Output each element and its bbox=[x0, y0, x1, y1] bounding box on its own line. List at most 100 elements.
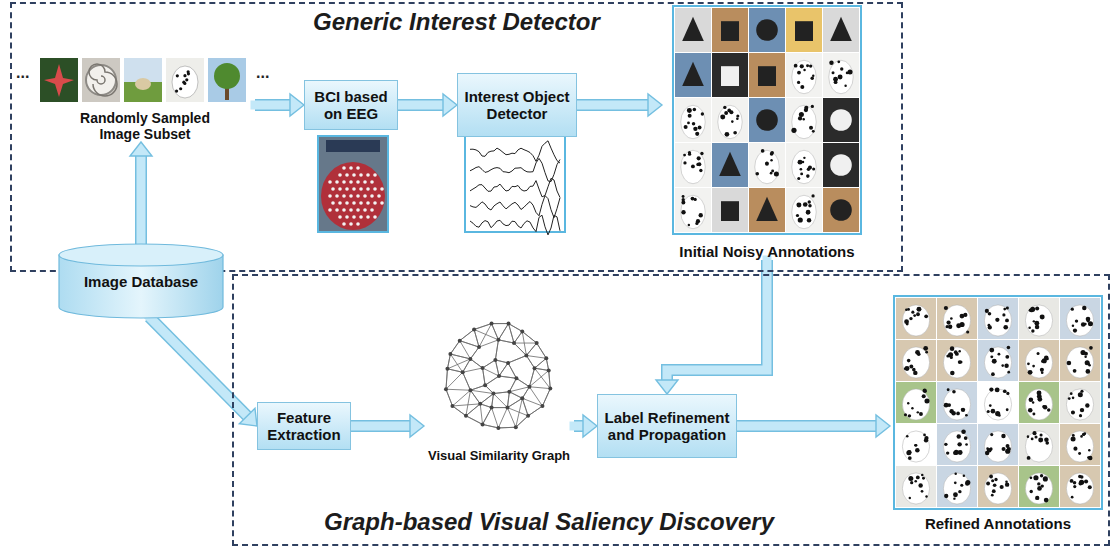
graph-vertex bbox=[526, 414, 530, 418]
thumb bbox=[1019, 466, 1059, 507]
electrode bbox=[335, 208, 339, 212]
spot bbox=[960, 314, 965, 319]
spot bbox=[925, 495, 927, 497]
dog-shape bbox=[902, 389, 929, 420]
spot bbox=[957, 442, 961, 446]
spot bbox=[1031, 438, 1034, 441]
dashed-region: Generic Interest DetectorRandomly Sample… bbox=[10, 2, 903, 272]
thumb bbox=[1019, 298, 1059, 339]
spot bbox=[946, 325, 949, 328]
spot bbox=[924, 438, 928, 442]
graph-edge bbox=[542, 389, 550, 406]
thumb bbox=[40, 58, 78, 102]
spot bbox=[907, 359, 911, 363]
dog-shape bbox=[984, 431, 1011, 462]
spot bbox=[844, 84, 846, 86]
dog-shape bbox=[681, 150, 705, 183]
graph-edge bbox=[446, 369, 447, 389]
graph-edge bbox=[537, 343, 547, 358]
arrow-shaft bbox=[577, 101, 649, 110]
spot bbox=[688, 153, 691, 156]
thumb bbox=[749, 143, 785, 187]
spot bbox=[1084, 432, 1087, 435]
spot bbox=[1088, 449, 1090, 451]
spot bbox=[925, 351, 928, 354]
spot bbox=[986, 482, 990, 486]
graph-edge bbox=[479, 324, 492, 347]
thumb bbox=[937, 466, 977, 507]
spot bbox=[809, 126, 813, 130]
spot bbox=[989, 387, 993, 391]
grid-frame bbox=[673, 6, 861, 234]
spot bbox=[1071, 411, 1075, 415]
spot bbox=[1044, 498, 1049, 503]
spot bbox=[699, 213, 703, 217]
spot bbox=[953, 451, 957, 455]
spot bbox=[954, 481, 957, 484]
spot bbox=[687, 122, 690, 125]
graph-edge bbox=[483, 424, 499, 428]
spot bbox=[1037, 352, 1040, 355]
spot bbox=[988, 325, 992, 329]
spot bbox=[963, 475, 965, 477]
spot bbox=[947, 388, 950, 391]
thumb-shape bbox=[214, 63, 240, 89]
electrode bbox=[359, 187, 363, 191]
spot bbox=[807, 212, 810, 215]
spot bbox=[840, 67, 843, 70]
spot bbox=[909, 364, 913, 368]
electrode bbox=[342, 208, 346, 212]
spot bbox=[693, 108, 696, 111]
graph-edge bbox=[529, 387, 550, 389]
graph-edge bbox=[526, 343, 536, 355]
spot bbox=[924, 398, 929, 403]
dog-shape bbox=[902, 305, 929, 336]
spot bbox=[770, 159, 772, 161]
electrode bbox=[363, 208, 367, 212]
spot bbox=[846, 72, 849, 75]
graph-edge bbox=[483, 368, 499, 376]
graph-edge bbox=[522, 331, 526, 355]
graph-edge bbox=[514, 331, 522, 343]
electrode bbox=[366, 187, 370, 191]
spot bbox=[918, 483, 922, 487]
graph-edge bbox=[450, 341, 459, 354]
spot bbox=[917, 411, 919, 413]
thumb bbox=[896, 466, 936, 507]
thumb bbox=[786, 53, 822, 97]
electrode bbox=[352, 173, 356, 177]
spot bbox=[958, 350, 960, 352]
spot bbox=[755, 172, 759, 176]
spot bbox=[946, 451, 949, 454]
spot bbox=[1040, 368, 1044, 372]
graph-vertex bbox=[491, 392, 495, 396]
spot bbox=[993, 483, 997, 487]
thumb bbox=[978, 298, 1018, 339]
dog-shape bbox=[1066, 305, 1093, 336]
thumb-shape bbox=[719, 152, 741, 176]
spot bbox=[1005, 318, 1009, 322]
electrode bbox=[342, 166, 346, 170]
spot bbox=[1078, 475, 1082, 479]
spot bbox=[1005, 482, 1009, 486]
graph-vertex bbox=[533, 366, 537, 370]
electrode bbox=[338, 201, 342, 205]
thumb bbox=[896, 424, 936, 465]
graph-edge bbox=[492, 394, 494, 408]
cap-dome bbox=[321, 162, 385, 230]
spot bbox=[765, 162, 769, 166]
graph-edge bbox=[498, 408, 507, 428]
thumb-shape bbox=[682, 17, 704, 41]
thumb bbox=[712, 8, 748, 52]
spot bbox=[1027, 362, 1030, 365]
electrode bbox=[349, 166, 353, 170]
graph-vertex bbox=[496, 338, 500, 342]
spot bbox=[1032, 365, 1035, 368]
graph-edge bbox=[528, 406, 542, 416]
spot bbox=[1072, 325, 1074, 327]
spot bbox=[904, 368, 906, 370]
thumb-shape bbox=[830, 17, 852, 41]
graph-edge bbox=[509, 392, 522, 399]
spot bbox=[699, 169, 702, 172]
spot bbox=[812, 167, 815, 170]
